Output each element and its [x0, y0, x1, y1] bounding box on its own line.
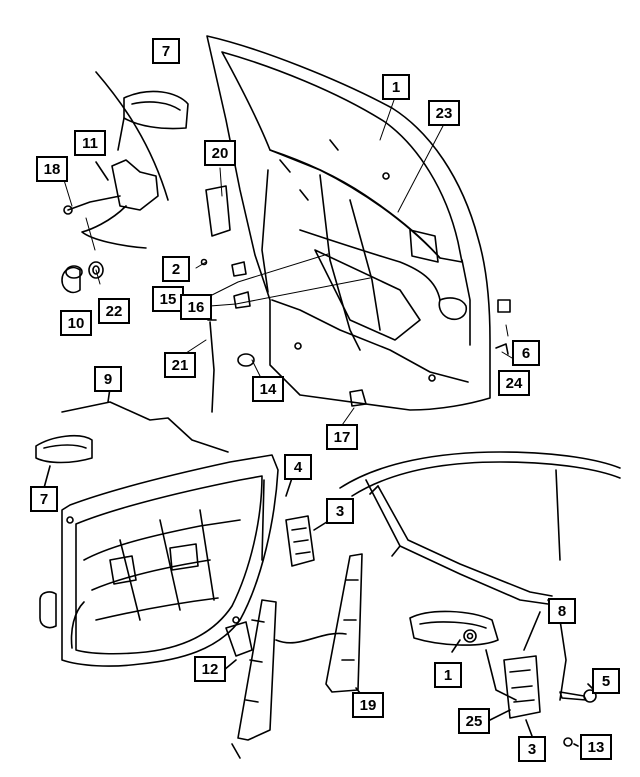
- callout-3-middle: 3: [326, 498, 354, 524]
- lock-cylinder-parts: [61, 159, 159, 294]
- callout-text: 6: [521, 344, 531, 362]
- door-inner-panel: [39, 454, 279, 667]
- latch-right: [451, 611, 597, 747]
- callout-25: 25: [458, 708, 490, 734]
- door-shell: [206, 35, 491, 411]
- callout-1-lower: 1: [434, 662, 462, 688]
- callout-text: 7: [161, 42, 171, 60]
- callout-text: 3: [527, 740, 537, 758]
- callout-text: 9: [103, 370, 113, 388]
- callout-text: 20: [211, 144, 229, 162]
- callout-text: 14: [259, 380, 277, 398]
- exterior-handle-lower: [35, 434, 93, 489]
- callout-10: 10: [60, 310, 92, 336]
- callout-text: 1: [443, 666, 453, 684]
- callout-16: 16: [180, 294, 212, 320]
- callout-text: 19: [359, 696, 377, 714]
- exterior-handle-upper: [95, 71, 189, 201]
- callout-18: 18: [36, 156, 68, 182]
- callout-19: 19: [352, 692, 384, 718]
- callout-11: 11: [74, 130, 106, 156]
- callout-7-upper: 7: [152, 38, 180, 64]
- callout-5: 5: [592, 668, 620, 694]
- callout-text: 22: [105, 302, 123, 320]
- callout-text: 16: [187, 298, 205, 316]
- callout-23: 23: [428, 100, 460, 126]
- door-latch: [285, 477, 331, 567]
- callout-9: 9: [94, 366, 122, 392]
- window-regulators: [223, 553, 365, 759]
- callout-22: 22: [98, 298, 130, 324]
- callout-21: 21: [164, 352, 196, 378]
- callout-text: 17: [333, 428, 351, 446]
- callout-text: 25: [465, 712, 483, 730]
- leader-lines-upper: [63, 99, 513, 429]
- callout-2: 2: [162, 256, 190, 282]
- callout-text: 8: [557, 602, 567, 620]
- door-frame-lower-right: [339, 451, 621, 701]
- callout-text: 1: [391, 78, 401, 96]
- callout-20: 20: [204, 140, 236, 166]
- callout-text: 18: [43, 160, 61, 178]
- exterior-handle-right: [409, 610, 517, 701]
- callout-7-lower: 7: [30, 486, 58, 512]
- callout-3-lower: 3: [518, 736, 546, 762]
- callout-text: 12: [201, 660, 219, 678]
- upper-small-parts: [200, 185, 511, 413]
- callout-text: 13: [587, 738, 605, 756]
- callout-text: 21: [171, 356, 189, 374]
- callout-text: 24: [505, 374, 523, 392]
- callout-8: 8: [548, 598, 576, 624]
- callout-text: 5: [601, 672, 611, 690]
- callout-text: 10: [67, 314, 85, 332]
- callout-24: 24: [498, 370, 530, 396]
- callout-1-upper: 1: [382, 74, 410, 100]
- callout-text: 15: [159, 290, 177, 308]
- callout-text: 4: [293, 458, 303, 476]
- callout-14: 14: [252, 376, 284, 402]
- callout-text: 3: [335, 502, 345, 520]
- callout-13: 13: [580, 734, 612, 760]
- callout-4: 4: [284, 454, 312, 480]
- callout-text: 23: [435, 104, 453, 122]
- callout-text: 11: [82, 134, 98, 152]
- control-cable: [61, 387, 229, 453]
- callout-6: 6: [512, 340, 540, 366]
- callout-text: 2: [171, 260, 181, 278]
- callout-12: 12: [194, 656, 226, 682]
- callout-text: 7: [39, 490, 49, 508]
- callout-17: 17: [326, 424, 358, 450]
